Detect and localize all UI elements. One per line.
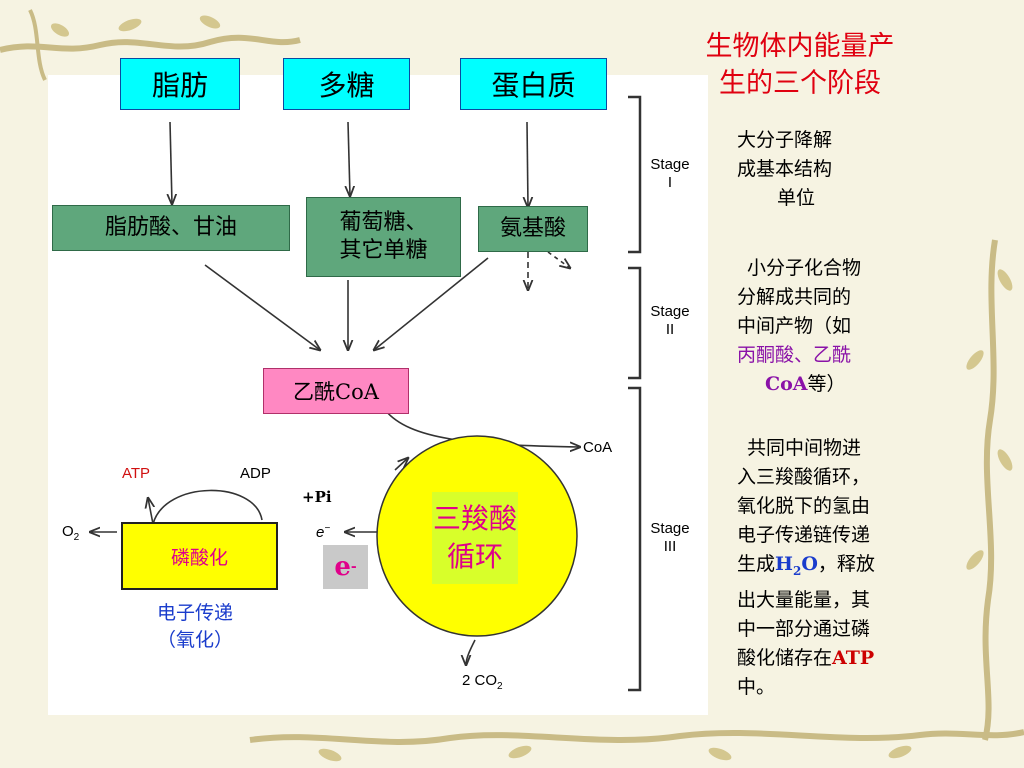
coa-output-label: CoA xyxy=(583,439,613,456)
fatty-acid-glycerol-box: 脂肪酸、甘油 xyxy=(52,205,290,251)
electron-small-label: e− xyxy=(316,523,331,541)
glucose-line-1: 葡萄糖、 xyxy=(339,210,428,235)
pi-label: +Pi xyxy=(302,488,332,506)
adp-label: ADP xyxy=(240,465,271,482)
stage-3-note: 共同中间物进 入三羧酸循环， 氧化脱下的氢由 电子传递链传递 生成H2O，释放 … xyxy=(737,437,875,698)
page-title: 生物体内能量产 生的三个阶段 xyxy=(705,31,895,99)
electron-transfer-label: 电子传递 （氧化） xyxy=(156,602,233,651)
source-polysaccharide-box: 多糖 xyxy=(283,58,410,110)
atp-label: ATP xyxy=(122,465,151,482)
glucose-line-2: 其它单糖 xyxy=(339,238,428,263)
stage-2-note: 小分子化合物 分解成共同的 中间产物（如 丙酮酸、乙酰 CoA等） xyxy=(737,257,862,395)
o2-label: O2 xyxy=(62,523,80,543)
source-protein-box: 蛋白质 xyxy=(460,58,607,110)
tca-cycle-label: 三羧酸 循环 xyxy=(432,492,518,584)
electron-box: e- xyxy=(323,545,368,589)
phosphorylation-box: 磷酸化 xyxy=(121,522,278,590)
glucose-monosaccharide-box: 葡萄糖、 其它单糖 xyxy=(306,197,461,277)
amino-acid-box: 氨基酸 xyxy=(478,206,588,252)
stage-1-note: 大分子降解 成基本结构 单位 xyxy=(737,129,833,209)
acetyl-coa-box: 乙酰CoA xyxy=(263,368,409,414)
tca-line-1: 三羧酸 xyxy=(432,502,517,535)
tca-line-2: 循环 xyxy=(446,540,503,573)
source-fat-box: 脂肪 xyxy=(120,58,240,110)
co2-output-label: 2 CO2 xyxy=(462,672,503,692)
